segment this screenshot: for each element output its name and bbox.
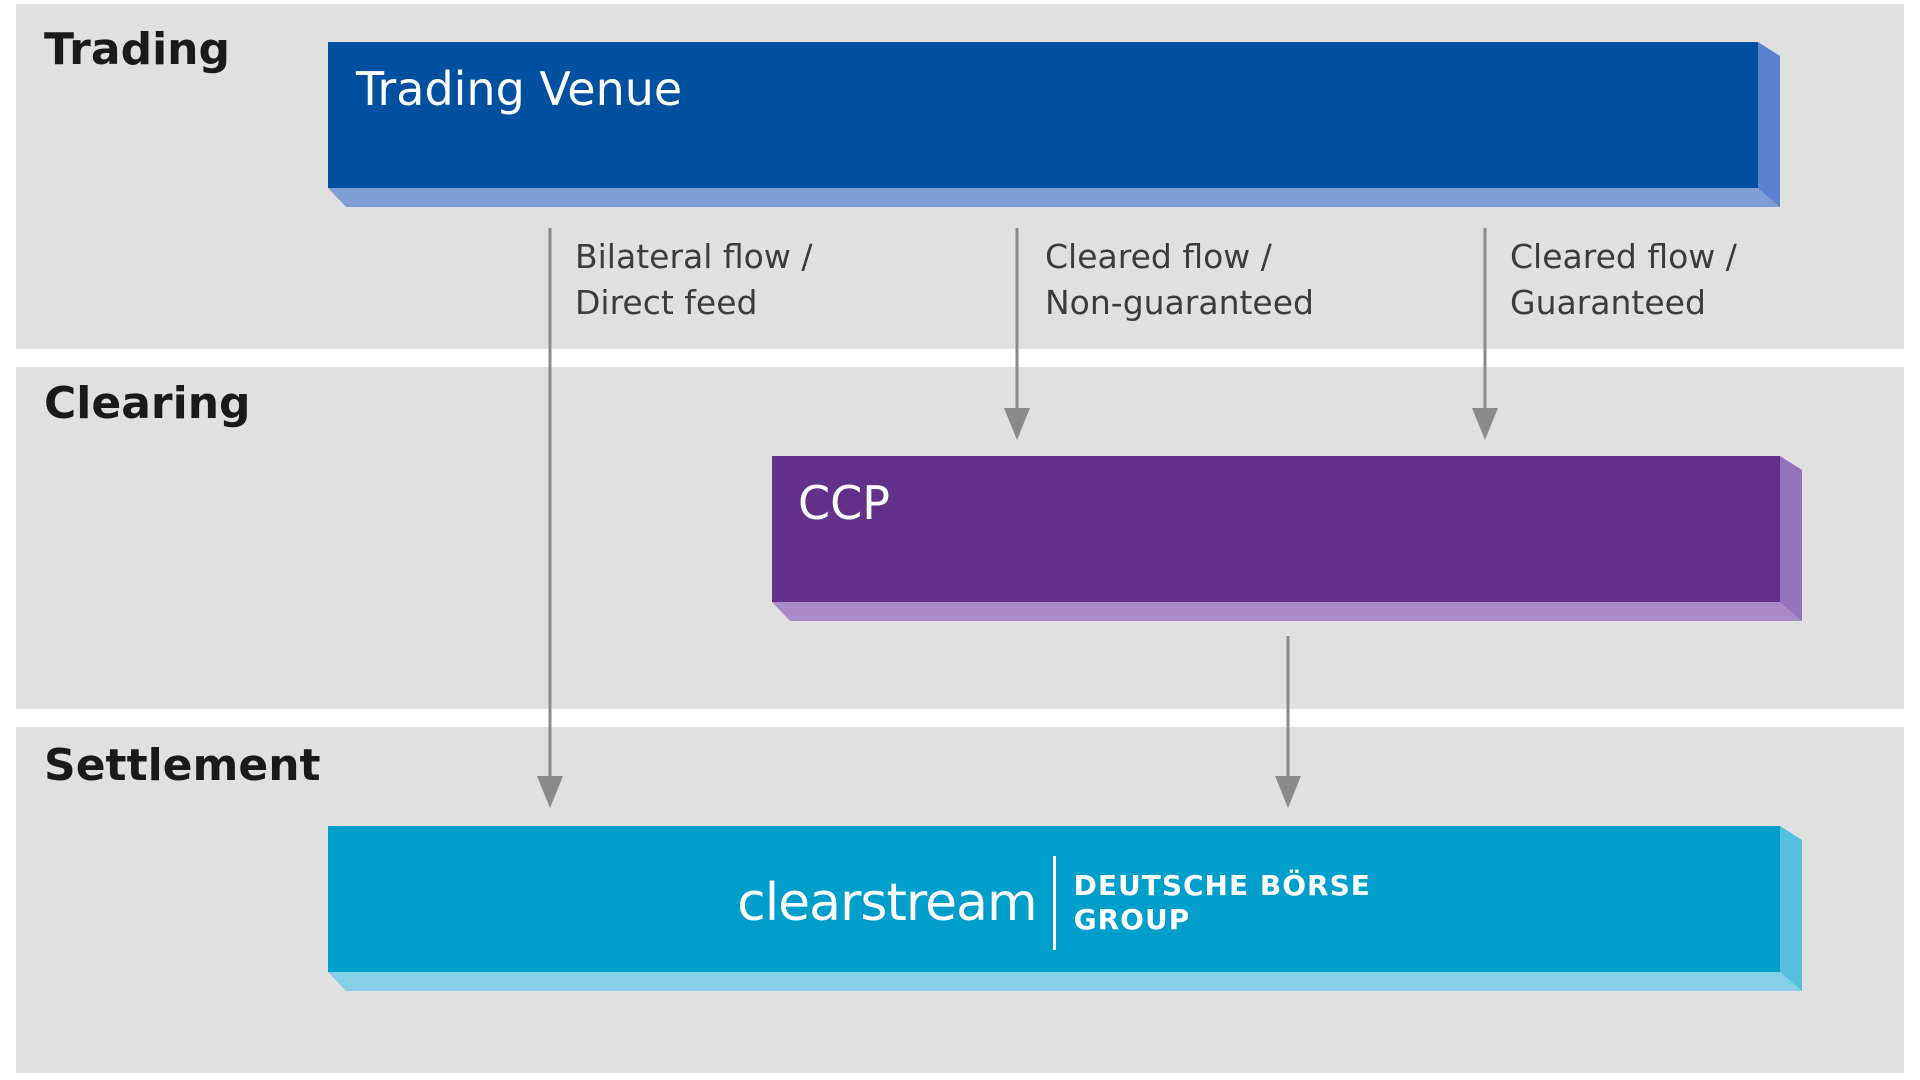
trading-section-label: Trading (44, 24, 230, 75)
guaranteed-flow-line-2: Guaranteed (1510, 283, 1706, 322)
deutsche-boerse-group-mark: DEUTSCHE BÖRSE GROUP (1074, 869, 1371, 937)
clearstream-wordmark: clearstream (737, 873, 1038, 933)
settlement-box: clearstream DEUTSCHE BÖRSE GROUP (328, 826, 1802, 991)
non-guaranteed-flow-line-1: Cleared flow / (1045, 237, 1272, 276)
non-guaranteed-flow-label: Cleared flow / Non-guaranteed (1045, 234, 1314, 326)
bilateral-flow-line-1: Bilateral flow / (575, 237, 813, 276)
guaranteed-flow-line-1: Cleared flow / (1510, 237, 1737, 276)
non-guaranteed-arrowhead (1004, 408, 1030, 440)
settlement-section-label: Settlement (44, 740, 321, 791)
bilateral-arrowhead (537, 776, 563, 808)
trading-venue-shape (328, 42, 1780, 207)
guaranteed-arrowhead (1472, 408, 1498, 440)
trading-venue-label: Trading Venue (356, 62, 683, 116)
group-line-2: GROUP (1073, 903, 1191, 936)
ccp-box: CCP (772, 456, 1802, 621)
bilateral-flow-line-2: Direct feed (575, 283, 758, 322)
group-line-1: DEUTSCHE BÖRSE (1073, 869, 1371, 902)
clearstream-logo: clearstream DEUTSCHE BÖRSE GROUP (328, 848, 1780, 958)
ccp-label: CCP (798, 476, 890, 530)
non-guaranteed-flow-line-2: Non-guaranteed (1045, 283, 1314, 322)
trading-venue-box: Trading Venue (328, 42, 1780, 207)
ccp-to-settlement-arrowhead (1275, 776, 1301, 808)
bilateral-flow-label: Bilateral flow / Direct feed (575, 234, 812, 326)
logo-divider (1052, 856, 1056, 950)
guaranteed-flow-label: Cleared flow / Guaranteed (1510, 234, 1737, 326)
clearing-section-label: Clearing (44, 378, 251, 429)
ccp-shape (772, 456, 1802, 621)
